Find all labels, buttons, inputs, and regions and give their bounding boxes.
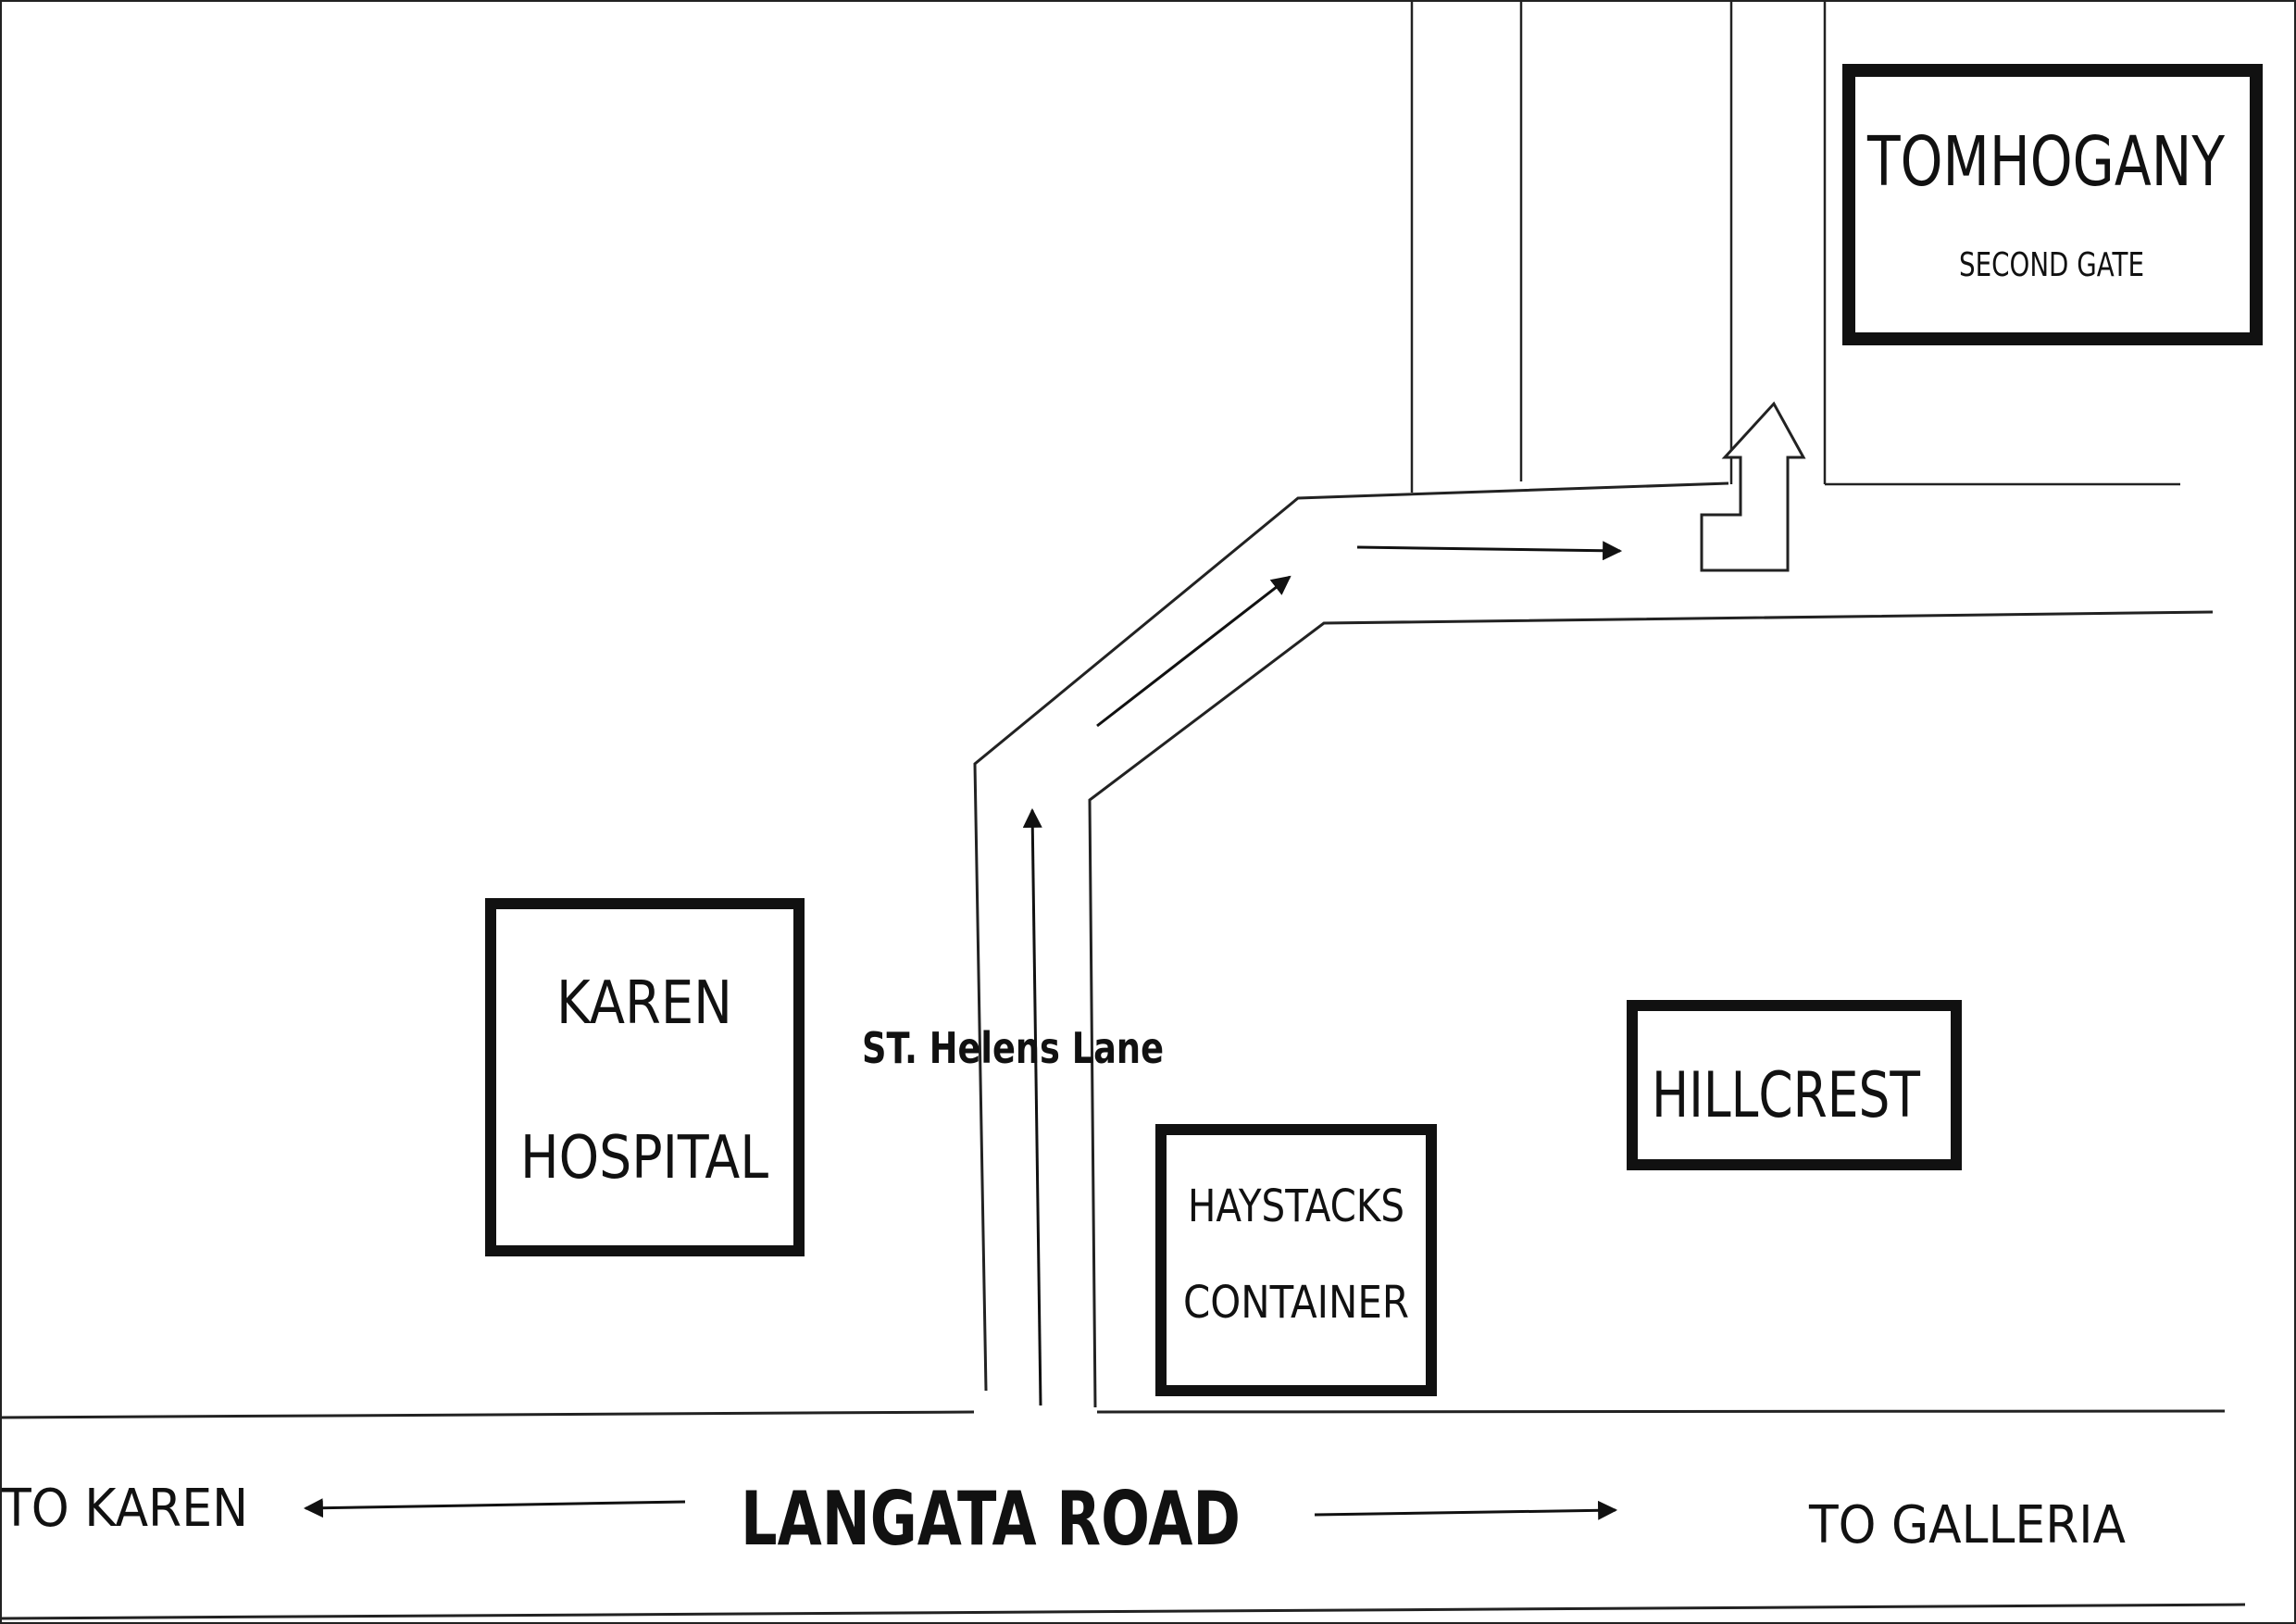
langata-road-top-edge-right	[1096, 1409, 2226, 1414]
to-galleria-label: TO GALLERIA	[1808, 1495, 2126, 1555]
lane-east-edge	[1088, 610, 2214, 1408]
karen-hospital-box	[485, 898, 805, 1256]
lane-west-edge	[973, 481, 1729, 1392]
arrow-up-icon	[1022, 807, 1042, 1406]
arrow-east-icon	[1356, 541, 1623, 561]
arrow-left-icon	[303, 1498, 686, 1518]
hillcrest-label: HILLCREST	[1652, 1059, 1920, 1132]
tomhogany-sublabel: SECOND GATE	[1959, 246, 2144, 284]
main-road-label: LANGATA ROAD	[741, 1476, 1241, 1562]
arrow-right-icon	[1314, 1500, 1618, 1520]
arrow-diagonal-icon	[1096, 575, 1292, 728]
route-arrows	[303, 541, 1623, 1520]
langata-road	[0, 1409, 2246, 1620]
lane-label: ST. Helens Lane	[862, 1023, 1164, 1073]
haystacks-box	[1155, 1124, 1437, 1396]
hillcrest-box	[1627, 1000, 1962, 1170]
haystacks-label-line1: HAYSTACKS	[1188, 1181, 1404, 1232]
langata-road-top-edge-left	[0, 1410, 975, 1419]
tomhogany-label: TOMHOGANY	[1866, 122, 2225, 202]
st-helens-lane	[973, 481, 2214, 1408]
to-karen-label: TO KAREN	[1, 1479, 248, 1539]
tomhogany-box	[1842, 64, 2263, 345]
langata-road-bottom-edge	[0, 1603, 2246, 1620]
karen-hospital-label-line2: HOSPITAL	[520, 1124, 768, 1193]
north-roads	[1410, 0, 2180, 493]
haystacks-label-line2: CONTAINER	[1183, 1277, 1409, 1329]
karen-hospital-label-line1: KAREN	[556, 969, 732, 1038]
turn-arrow-icon	[1700, 401, 1806, 572]
